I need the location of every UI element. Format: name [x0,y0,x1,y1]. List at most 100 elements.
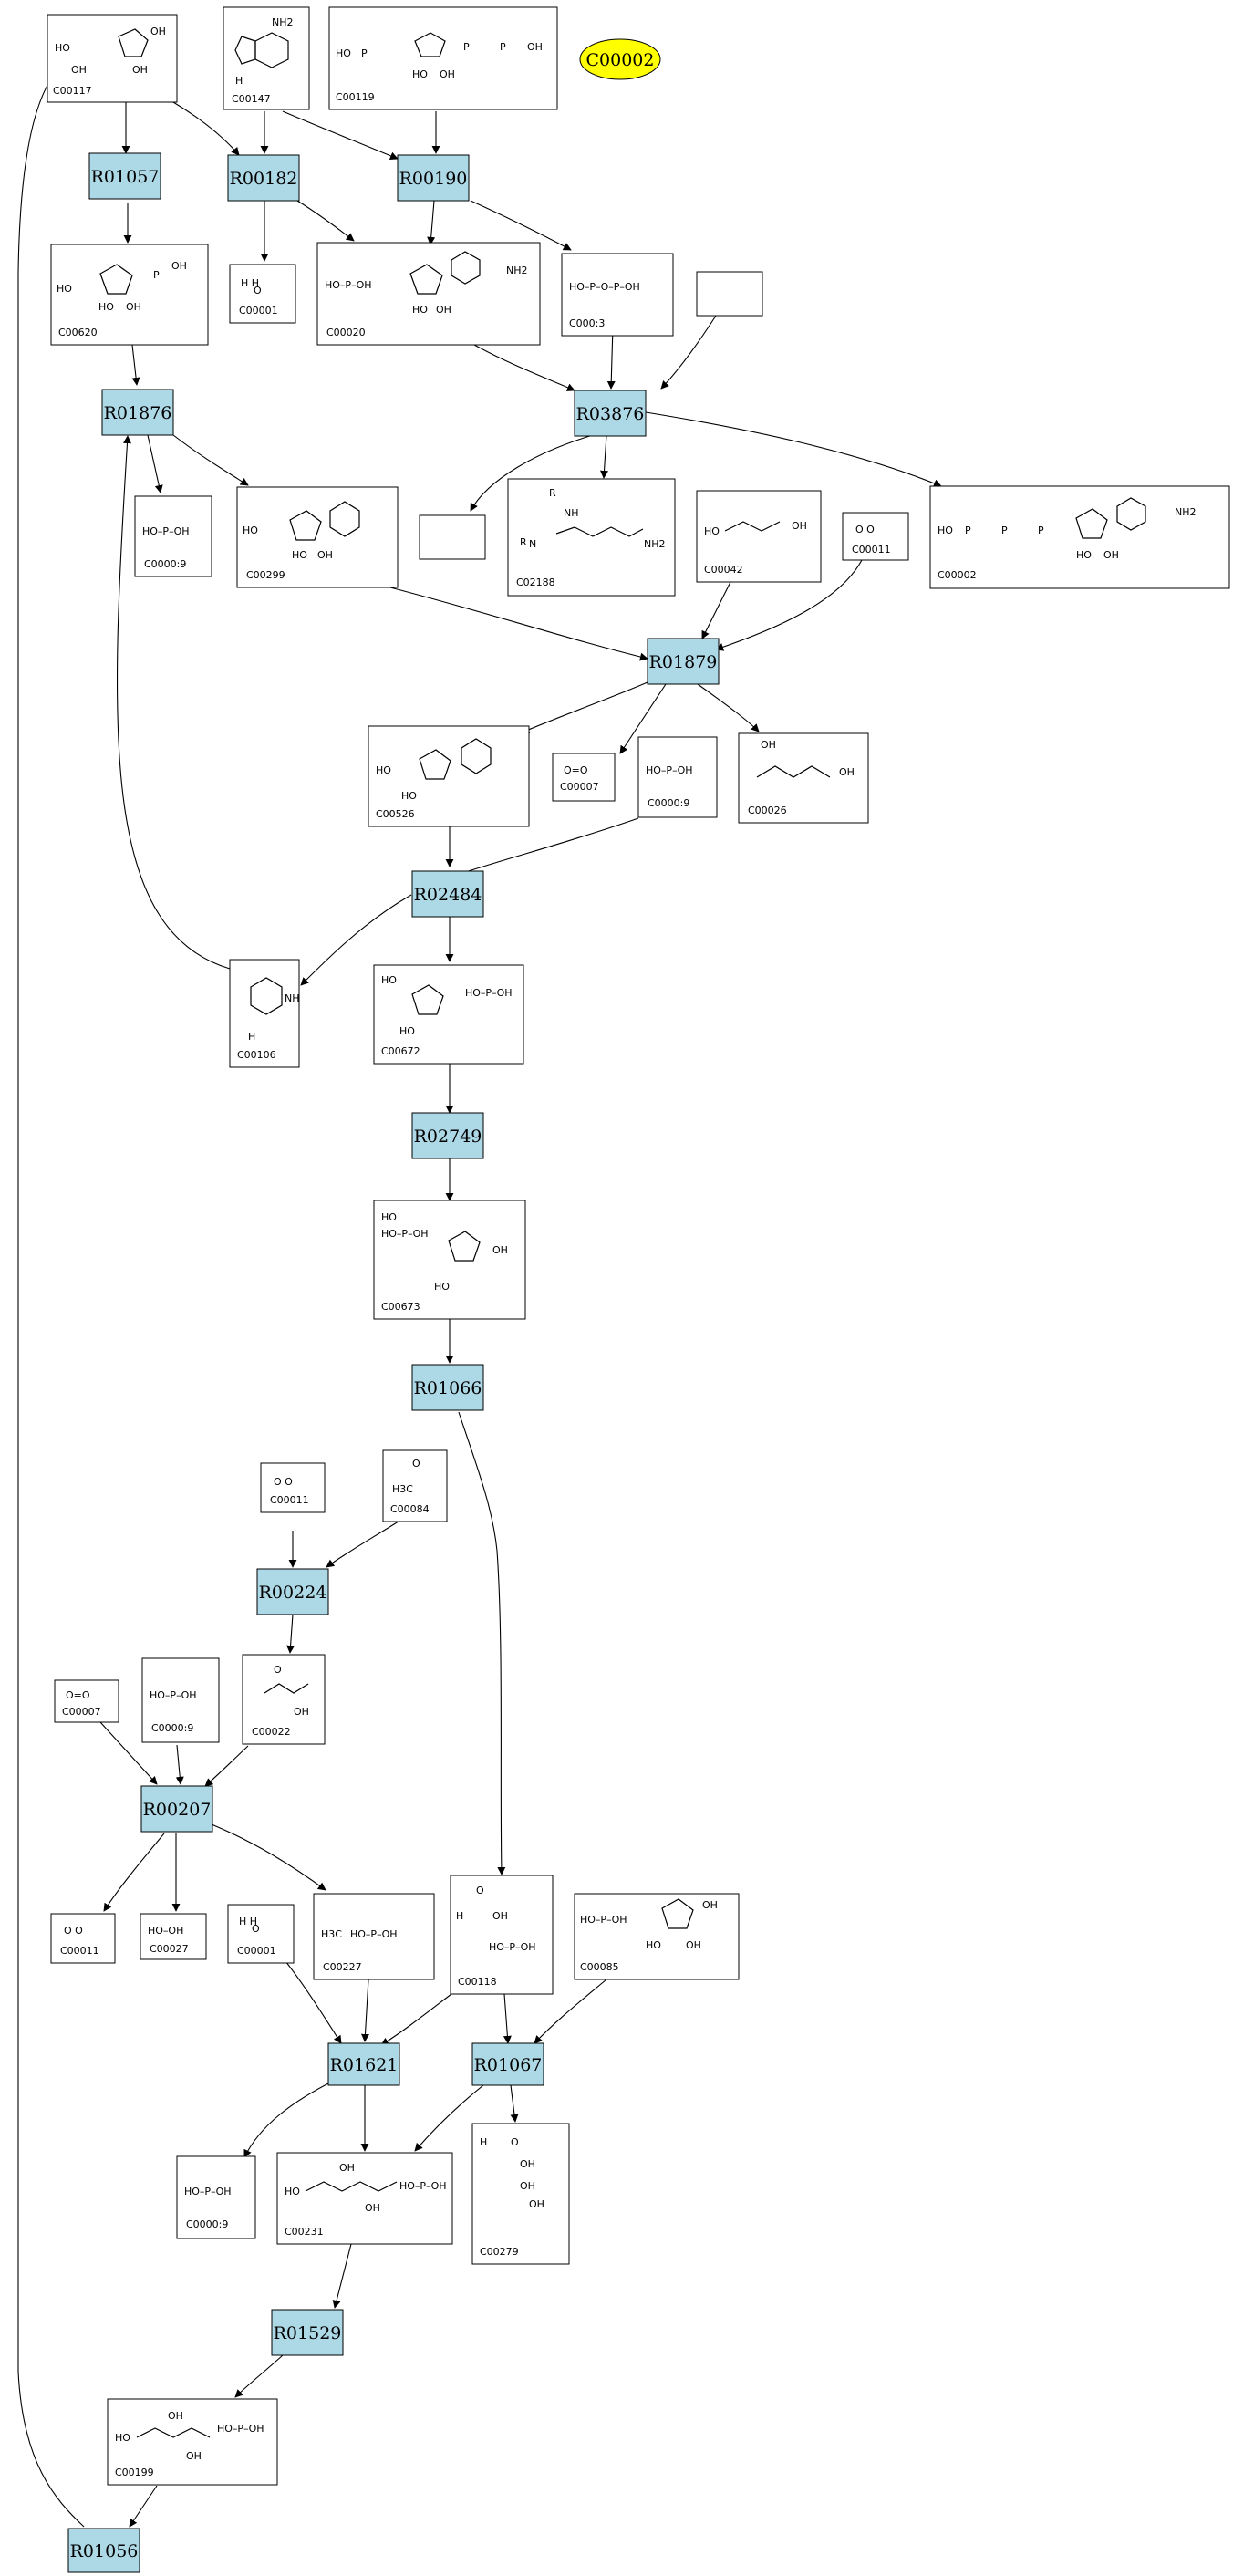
compound-C00673[interactable]: HO HO–P–OH OH HO C00673 [373,1200,526,1320]
reaction-R00182[interactable]: R00182 [227,154,300,202]
compound-C02188[interactable]: R NH R N NH2 C02188 [507,478,676,597]
reaction-label: R01621 [330,2055,399,2075]
edge [234,2354,284,2398]
compound-C00147[interactable]: NH2 H C00147 [223,6,310,110]
formula-text: OH [686,1939,701,1951]
reaction-R00224[interactable]: R00224 [256,1568,329,1615]
formula-text: OH [317,549,333,561]
formula-text: OH [171,260,187,272]
compound-C00009-a[interactable]: HO–P–OH C0000:9 [134,495,212,577]
compound-C00199[interactable]: HO OH HO–P–OH OH C00199 [107,2398,278,2486]
reaction-R01876[interactable]: R01876 [101,389,174,436]
formula-text: HO [376,764,391,776]
edge [380,1993,452,2046]
compound-C00020[interactable]: HO–P–OH NH2 HO OH C00020 [316,242,541,346]
compound-C00084[interactable]: O H3C C00084 [382,1449,448,1522]
empty-compound-box[interactable] [696,271,763,317]
edge [503,1993,512,2044]
reaction-R02749[interactable]: R02749 [411,1112,484,1159]
compound-C00106[interactable]: NH H C00106 [229,959,300,1068]
formula-text: HO [434,1281,450,1293]
edge [600,434,609,479]
reaction-R01529[interactable]: R01529 [271,2309,344,2356]
reaction-R00207[interactable]: R00207 [140,1785,213,1833]
compound-id: C00026 [748,805,787,816]
edge [282,110,399,161]
formula-text: OH [132,64,148,76]
formula-text: HO [57,283,72,295]
formula-text: OH [839,766,855,778]
compound-id: C00001 [239,305,278,317]
formula-text: OH [339,2162,355,2174]
compound-C00299[interactable]: HO HO OH C00299 [236,486,399,588]
reaction-label: R00190 [399,169,468,189]
compound-id: C00279 [480,2246,519,2258]
compound-C00001-bottom[interactable]: H H O C00001 [227,1904,295,1964]
compound-C00620[interactable]: HO P OH HO OH C00620 [50,244,209,346]
compound-C00117[interactable]: HO OH OH OH C00117 [47,14,178,103]
reaction-R01057[interactable]: R01057 [88,152,161,200]
reaction-R00190[interactable]: R00190 [397,154,470,202]
formula-text: OH [702,1899,718,1911]
reaction-R01056[interactable]: R01056 [67,2528,140,2573]
compound-C00526[interactable]: HO HO C00526 [368,725,530,827]
compound-C00011-b[interactable]: O O C00011 [260,1462,326,1513]
compound-C00118[interactable]: O H OH HO–P–OH C00118 [450,1875,554,1995]
formula-text: P [1001,525,1008,536]
empty-compound-box[interactable] [419,514,486,560]
compound-C00085[interactable]: HO–P–OH OH HO OH C00085 [574,1893,740,1980]
edge [204,1745,249,1787]
compound-C00279[interactable]: H O OH OH OH C00279 [471,2123,570,2265]
formula-text: HO [381,1211,397,1223]
compound-C00002[interactable]: HO P P P NH2 HO OH C00002 [929,485,1230,589]
reaction-R01066[interactable]: R01066 [411,1364,484,1411]
edge [129,2485,158,2528]
compound-C00001-top[interactable]: H H O C00001 [229,264,296,324]
formula-text: O [252,1923,260,1935]
compound-C00231[interactable]: HO OH HO–P–OH OH C00231 [276,2152,453,2245]
compound-C00042[interactable]: HO OH C00042 [696,490,822,583]
edge [660,315,717,390]
compound-C00009-b[interactable]: HO–P–OH C0000:9 [637,736,718,818]
edge [619,683,667,754]
compound-C00022[interactable]: O OH C00022 [242,1654,326,1745]
compound-id: C00002 [938,569,977,581]
formula-text: P [153,269,160,281]
compound-C00009-d[interactable]: HO–P–OH C0000:9 [176,2155,256,2239]
edge [99,1721,158,1785]
edge [360,1979,369,2042]
formula-text: OH [168,2410,183,2422]
formula-text: H3C [321,1928,342,1940]
compound-C00026[interactable]: OH OH C00026 [738,732,869,824]
compound-C00011-a[interactable]: O O C00011 [842,512,909,561]
reaction-label: R00224 [259,1583,327,1603]
reaction-R01621[interactable]: R01621 [327,2042,400,2086]
highlight-node-C00002[interactable]: C00002 [579,38,661,80]
compound-id: C0000:9 [151,1722,193,1734]
compound-C00011-c[interactable]: O O C00011 [50,1913,116,1964]
formula-text: O [274,1664,282,1676]
reaction-R01879[interactable]: R01879 [647,638,720,685]
formula-text: OH [440,68,455,80]
reaction-R01067[interactable]: R01067 [471,2042,544,2086]
formula-text: HO–P–OH [150,1689,197,1701]
reaction-R02484[interactable]: R02484 [411,870,484,918]
formula-text: OH [71,64,87,76]
compound-C00009-c[interactable]: HO–P–OH C0000:9 [141,1657,220,1743]
edge [534,1979,607,2044]
compound-C00007-b[interactable]: O=O C00007 [54,1679,119,1723]
compound-C00007-a[interactable]: O=O C00007 [552,753,616,802]
reaction-R03876[interactable]: R03876 [574,390,647,437]
compound-C00027[interactable]: HO–OH C00027 [140,1913,207,1960]
compound-C00227[interactable]: H3C HO–P–OH C00227 [313,1893,435,1980]
formula-text: HO–P–OH [142,525,190,537]
compound-C00672[interactable]: HO HO–P–OH HO C00672 [373,964,524,1065]
edge [172,434,249,486]
compound-C00013[interactable]: HO–P–O–P–OH C000:3 [561,253,674,337]
formula-text: HO–P–OH [381,1228,429,1240]
compound-id: C00231 [285,2226,324,2238]
formula-text: OH [1103,549,1119,561]
compound-C00119[interactable]: HO P P P OH HO OH C00119 [328,6,558,110]
compound-id: C00011 [852,544,891,556]
formula-text: OH [792,520,807,532]
